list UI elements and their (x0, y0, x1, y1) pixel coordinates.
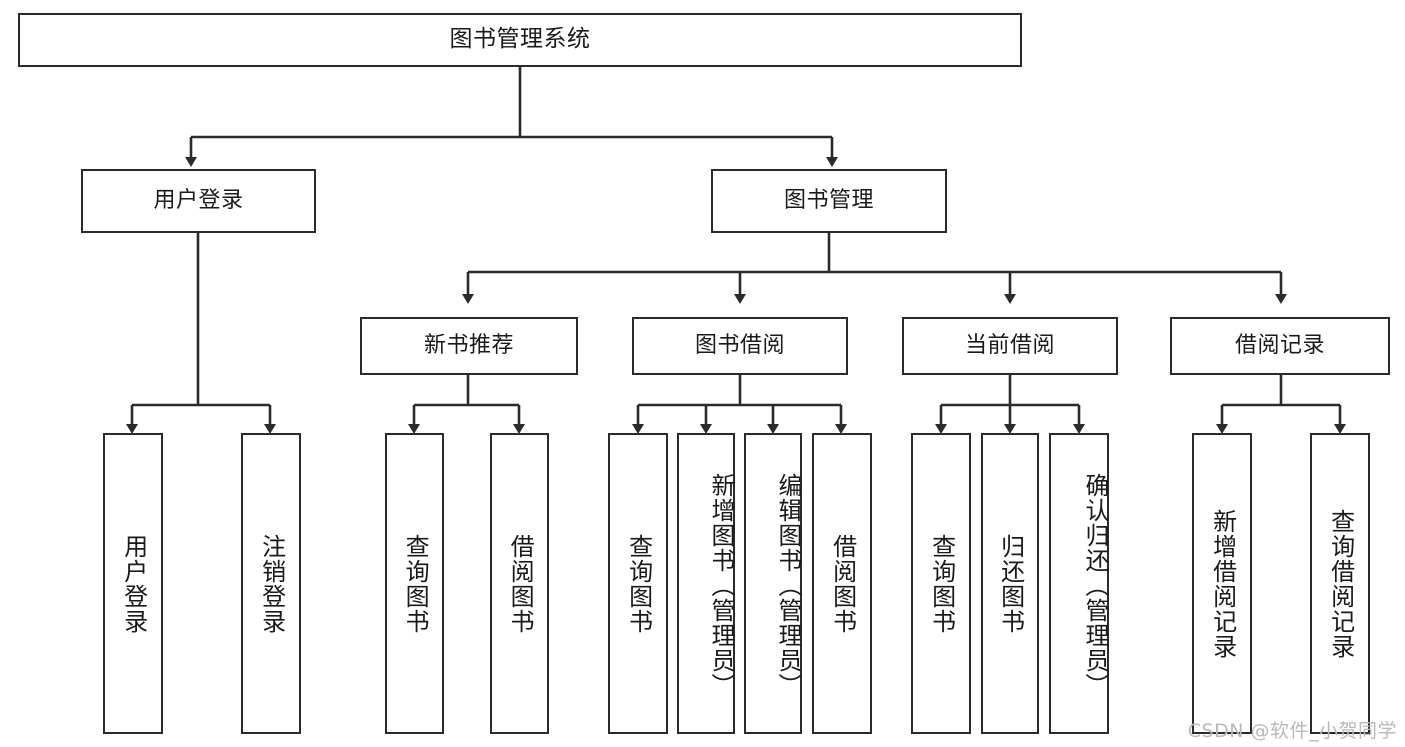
leaf-current-return-book[interactable]: 归还图书 (981, 433, 1039, 734)
node-label: 新书推荐 (423, 332, 514, 358)
node-label: 借阅记录 (1234, 332, 1325, 358)
leaf-borrow-borrow-book[interactable]: 借阅图书 (812, 433, 872, 734)
node-label: 查询图书 (401, 533, 430, 634)
node-label: 编辑图书（管理员） (774, 473, 802, 698)
node-label: 图书借阅 (694, 332, 785, 358)
node-user-login[interactable]: 用户登录 (81, 169, 316, 233)
leaf-borrow-query-book[interactable]: 查询图书 (608, 433, 668, 734)
leaf-current-confirm-return-admin[interactable]: 确认归还（管理员） (1049, 433, 1109, 734)
node-current-borrow[interactable]: 当前借阅 (902, 317, 1118, 375)
leaf-user-login-login[interactable]: 用户登录 (103, 433, 163, 734)
leaf-user-login-logout[interactable]: 注销登录 (241, 433, 301, 734)
watermark-text: CSDN @软件_小贺同学 (1187, 720, 1397, 742)
leaf-borrow-add-book-admin[interactable]: 新增图书（管理员） (677, 433, 735, 734)
node-label: 当前借阅 (964, 332, 1055, 358)
leaf-new-book-borrow[interactable]: 借阅图书 (490, 433, 549, 734)
leaf-current-query-book[interactable]: 查询图书 (911, 433, 971, 734)
node-label: 注销登录 (257, 533, 286, 634)
node-borrow-records[interactable]: 借阅记录 (1170, 317, 1390, 375)
node-label: 确认归还（管理员） (1081, 473, 1109, 698)
leaf-records-query-record[interactable]: 查询借阅记录 (1310, 433, 1370, 734)
node-new-book-recommend[interactable]: 新书推荐 (360, 317, 578, 375)
leaf-new-book-query[interactable]: 查询图书 (385, 433, 444, 734)
node-label: 查询图书 (927, 533, 956, 634)
leaf-records-add-record[interactable]: 新增借阅记录 (1192, 433, 1252, 734)
node-label: 图书管理系统 (449, 26, 591, 53)
node-label: 图书管理 (783, 187, 874, 213)
node-label: 新增借阅记录 (1208, 508, 1237, 659)
node-label: 用户登录 (153, 187, 244, 213)
node-label: 归还图书 (996, 533, 1025, 634)
node-label: 查询借阅记录 (1326, 508, 1355, 659)
node-label: 借阅图书 (506, 533, 535, 634)
node-book-borrow[interactable]: 图书借阅 (632, 317, 848, 375)
node-label: 用户登录 (119, 533, 148, 634)
node-book-management[interactable]: 图书管理 (711, 169, 947, 233)
node-root-system[interactable]: 图书管理系统 (18, 13, 1022, 67)
node-label: 借阅图书 (828, 533, 857, 634)
node-label: 新增图书（管理员） (707, 473, 735, 698)
node-label: 查询图书 (624, 533, 653, 634)
leaf-borrow-edit-book-admin[interactable]: 编辑图书（管理员） (744, 433, 802, 734)
